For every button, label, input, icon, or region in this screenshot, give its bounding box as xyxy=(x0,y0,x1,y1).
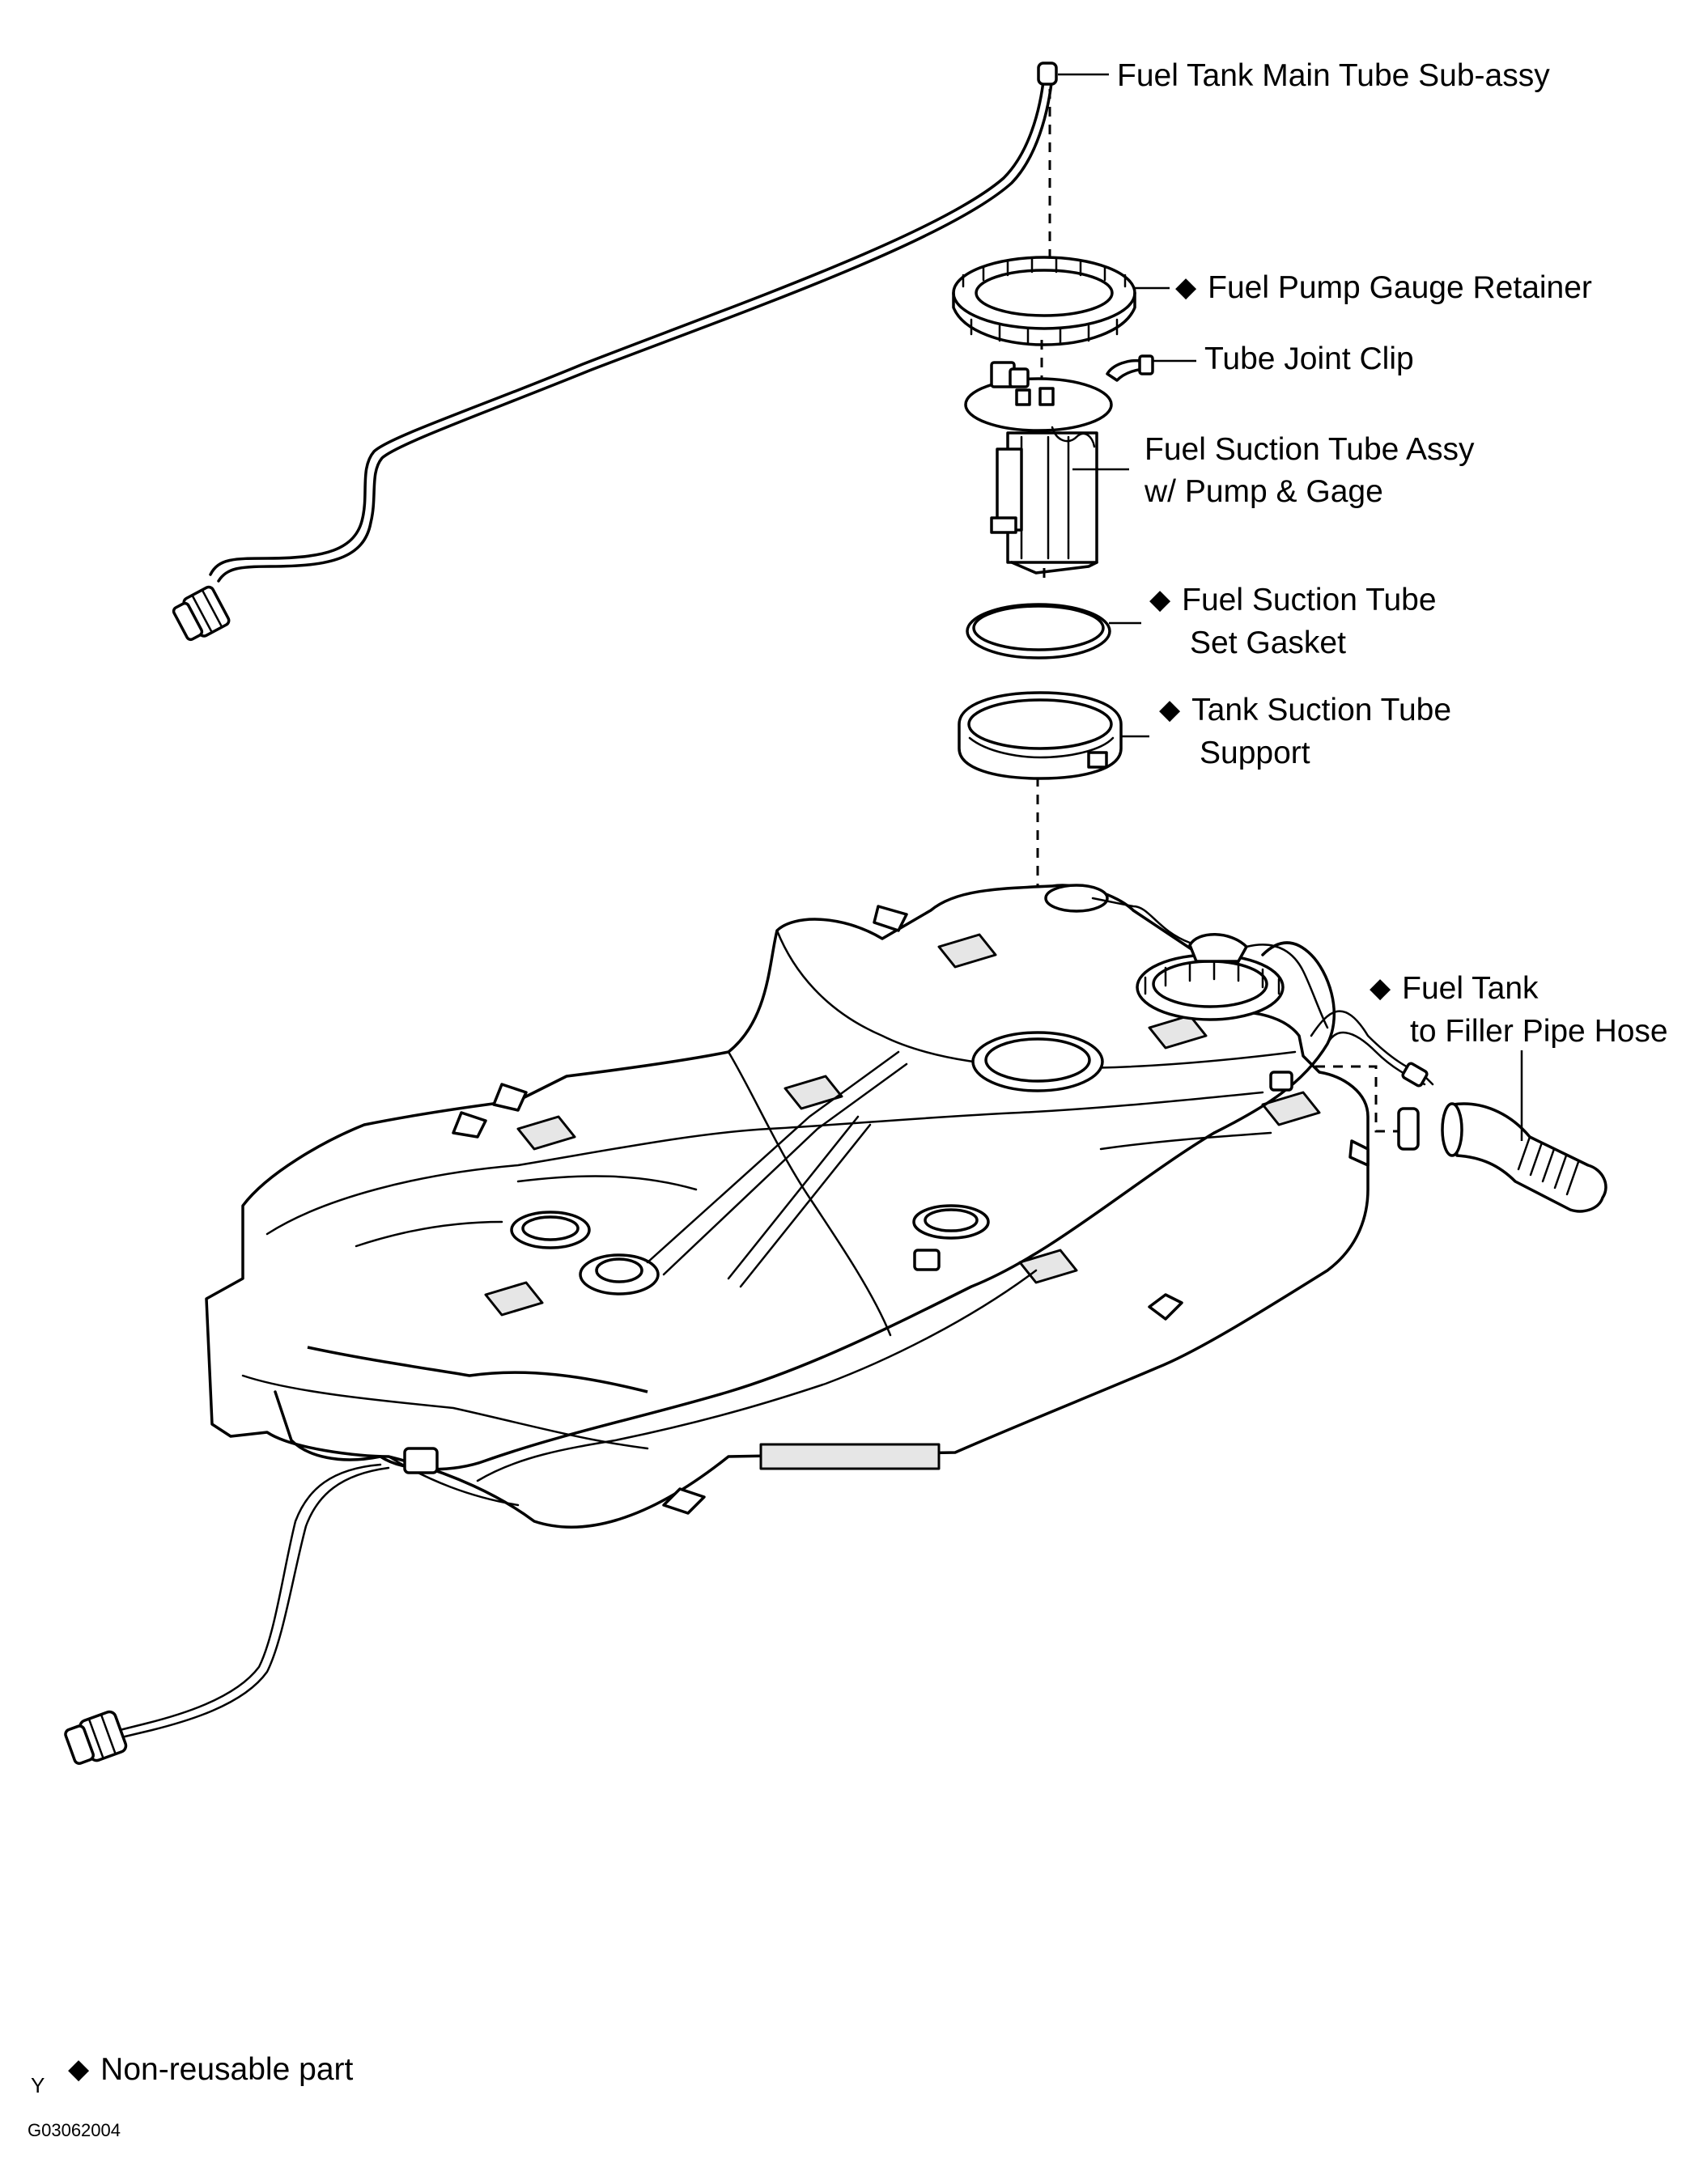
clip-drawing xyxy=(1106,354,1154,382)
figure-code: G03062004 xyxy=(28,2120,121,2140)
support-drawing xyxy=(958,691,1123,780)
label-pump: Fuel Suction Tube Assy w/ Pump & Gage xyxy=(1145,432,1475,509)
pump-drawing xyxy=(964,361,1113,575)
non-reusable-marker-icon: ◆ xyxy=(1159,694,1181,725)
label-support: ◆Tank Suction Tube Support xyxy=(1159,693,1452,770)
label-retainer: ◆Fuel Pump Gauge Retainer xyxy=(1175,270,1592,305)
non-reusable-marker-icon: ◆ xyxy=(1370,973,1391,1003)
legend-marker-letter: Y xyxy=(31,2073,45,2097)
retainer-drawing xyxy=(952,256,1136,346)
label-main-tube: Fuel Tank Main Tube Sub-assy xyxy=(1117,58,1550,93)
label-filler-hose: ◆Fuel Tank to Filler Pipe Hose xyxy=(1370,971,1668,1049)
legend: ◆Non-reusable part xyxy=(68,2052,354,2087)
non-reusable-marker-icon: ◆ xyxy=(68,2054,90,2084)
gasket-drawing xyxy=(966,603,1111,659)
label-gasket: ◆Fuel Suction Tube Set Gasket xyxy=(1149,583,1437,660)
tank-drawing xyxy=(205,884,1370,1529)
filler-hose-drawing xyxy=(1315,1065,1607,1213)
non-reusable-marker-icon: ◆ xyxy=(1149,584,1171,615)
harness-drawing xyxy=(64,897,1434,1765)
main-tube-drawing xyxy=(172,61,1058,642)
leader-lines xyxy=(1058,73,1523,1141)
non-reusable-marker-icon: ◆ xyxy=(1175,272,1197,303)
label-clip: Tube Joint Clip xyxy=(1204,341,1414,376)
